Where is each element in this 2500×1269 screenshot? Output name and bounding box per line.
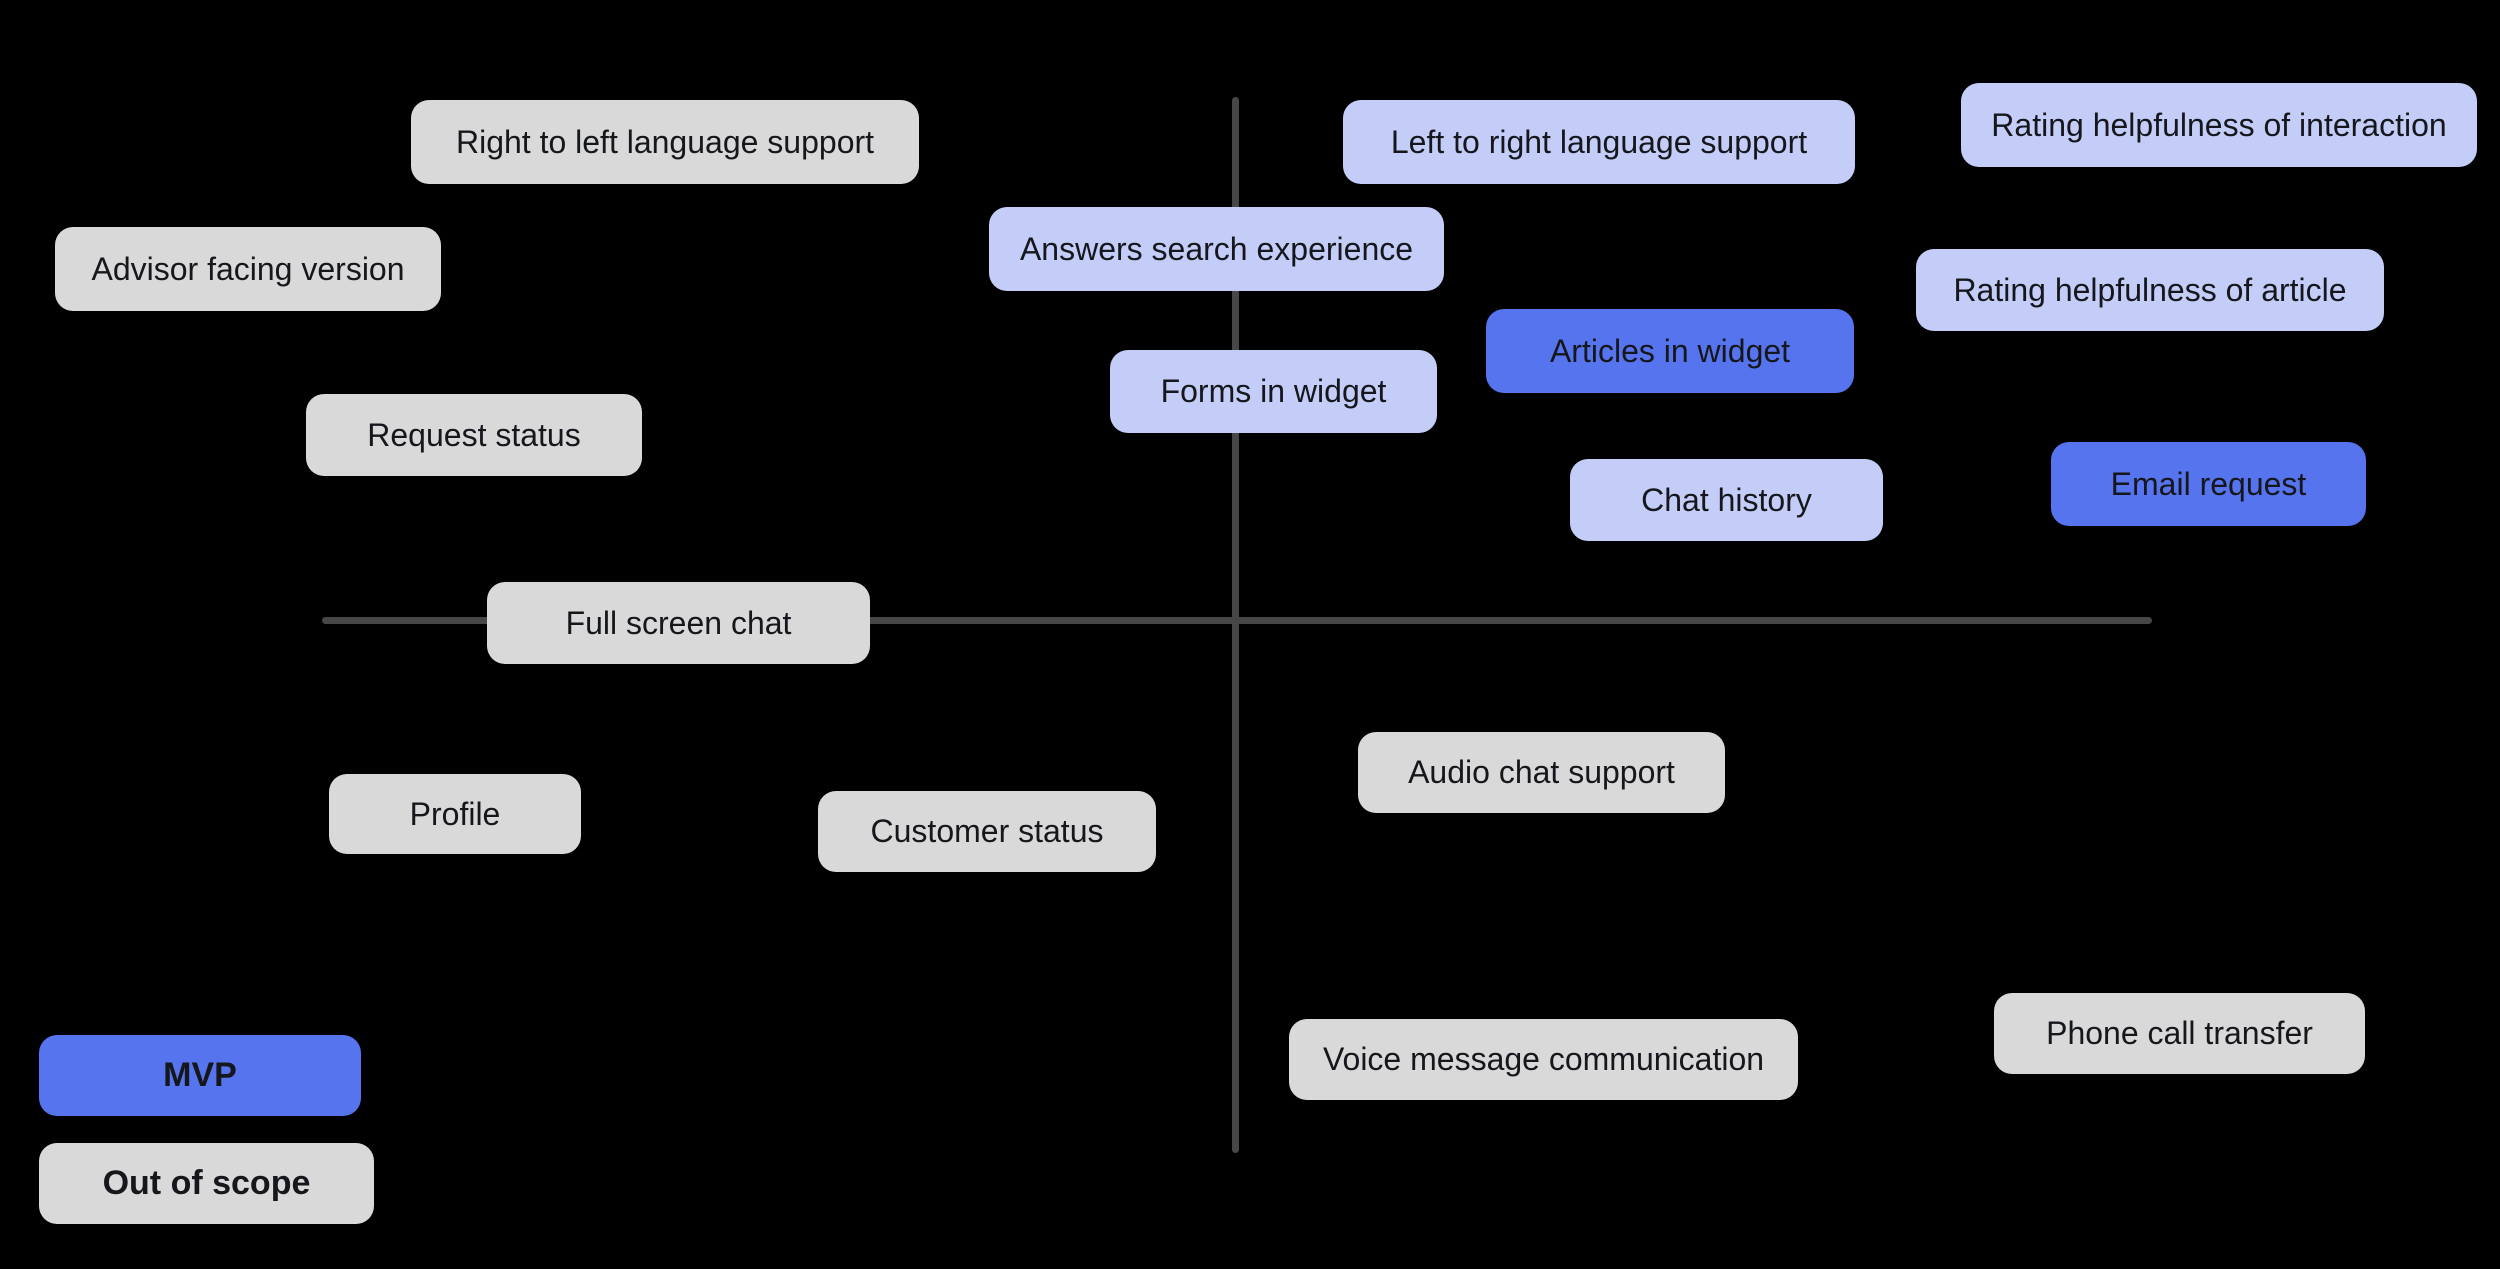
- item-label: Out of scope: [102, 1163, 311, 1202]
- note-right-to-left-language-support[interactable]: Right to left language support: [411, 100, 919, 184]
- item-label: Voice message communication: [1322, 1041, 1765, 1078]
- note-voice-message-communication[interactable]: Voice message communication: [1289, 1019, 1798, 1100]
- note-articles-in-widget[interactable]: Articles in widget: [1486, 309, 1854, 393]
- note-rating-helpfulness-of-article[interactable]: Rating helpfulness of article: [1916, 249, 2384, 331]
- item-label: Answers search experience: [1019, 230, 1414, 267]
- item-label: Request status: [367, 416, 581, 453]
- note-customer-status[interactable]: Customer status: [818, 791, 1156, 872]
- note-chat-history[interactable]: Chat history: [1570, 459, 1883, 541]
- item-label: Rating helpfulness of article: [1953, 271, 2347, 308]
- note-rating-helpfulness-of-interaction[interactable]: Rating helpfulness of interaction: [1961, 83, 2477, 167]
- note-profile[interactable]: Profile: [329, 774, 581, 854]
- item-label: Email request: [2110, 465, 2307, 502]
- item-label: Chat history: [1641, 481, 1812, 518]
- item-label: Left to right language support: [1390, 123, 1808, 160]
- item-label: Phone call transfer: [2046, 1015, 2313, 1052]
- note-full-screen-chat[interactable]: Full screen chat: [487, 582, 870, 664]
- item-label: Full screen chat: [565, 604, 792, 641]
- note-left-to-right-language-support[interactable]: Left to right language support: [1343, 100, 1855, 184]
- item-label: Audio chat support: [1408, 754, 1675, 791]
- note-audio-chat-support[interactable]: Audio chat support: [1358, 732, 1725, 813]
- note-answers-search-experience[interactable]: Answers search experience: [989, 207, 1444, 291]
- item-label: Rating helpfulness of interaction: [1991, 106, 2447, 143]
- item-label: Profile: [409, 795, 501, 832]
- item-label: Right to left language support: [455, 123, 875, 160]
- note-advisor-facing-version[interactable]: Advisor facing version: [55, 227, 441, 311]
- item-label: Advisor facing version: [91, 250, 405, 287]
- item-label: Forms in widget: [1160, 373, 1387, 410]
- note-phone-call-transfer[interactable]: Phone call transfer: [1994, 993, 2365, 1074]
- item-label: MVP: [163, 1055, 237, 1094]
- legend-item-out-of-scope[interactable]: Out of scope: [39, 1143, 374, 1224]
- item-label: Customer status: [870, 813, 1104, 850]
- note-request-status[interactable]: Request status: [306, 394, 642, 476]
- horizontal-axis-line: [322, 616, 2152, 624]
- legend-item-mvp[interactable]: MVP: [39, 1035, 361, 1116]
- note-forms-in-widget[interactable]: Forms in widget: [1110, 350, 1437, 433]
- note-email-request[interactable]: Email request: [2051, 442, 2366, 526]
- vertical-axis-line: [1231, 97, 1239, 1153]
- item-label: Articles in widget: [1549, 332, 1791, 369]
